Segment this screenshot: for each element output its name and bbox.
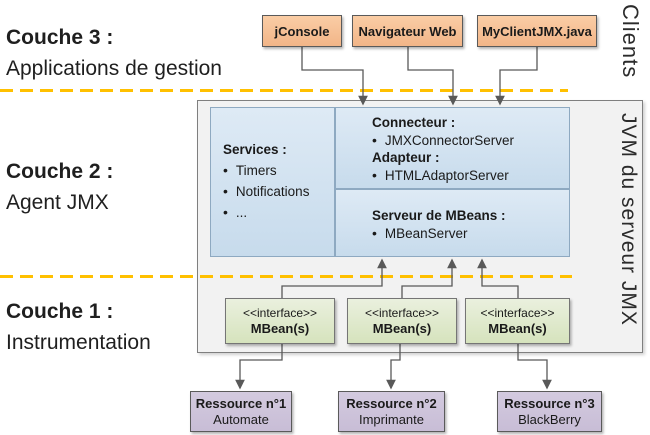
layer-label-couche3: Couche 3 : Applications de gestion [6,22,222,84]
wire-navigateur-to-agent [407,47,458,106]
resource-box-automate: Ressource n°1 Automate [190,391,292,432]
connector-title: Connecteur : [372,115,456,130]
resource-subtitle: BlackBerry [518,411,581,427]
service-item: Timers [223,160,334,181]
mbean-interface-box-3: <<interface>> MBean(s) [465,298,570,344]
services-panel: Services : Timers Notifications ... [210,107,335,257]
layer-label-couche1: Couche 1 : Instrumentation [6,296,151,358]
wire-myclient-to-agent [495,47,538,106]
mbean-server-item: MBeanServer [372,225,569,242]
service-item: ... [223,202,334,223]
layer-title: Couche 2 : [6,160,114,183]
client-box-navigateur-web: Navigateur Web [352,15,463,47]
services-title: Services : [223,141,287,157]
client-box-label: MyClientJMX.java [482,23,592,39]
resource-box-blackberry: Ressource n°3 BlackBerry [497,391,602,432]
wire-jconsole-to-agent [301,47,368,106]
layer-separator-top [0,89,568,92]
clients-side-label: Clients [618,4,643,79]
layer-subtitle: Instrumentation [6,331,151,354]
connector-adaptor-panel: Connecteur : JMXConnectorServer Adapteur… [335,107,570,189]
layer-title: Couche 3 : [6,26,114,49]
client-box-myclientjmx: MyClientJMX.java [477,15,597,47]
adaptor-item: HTMLAdaptorServer [372,167,569,184]
client-box-jconsole: jConsole [262,15,342,47]
resource-subtitle: Imprimante [358,411,425,427]
layer-label-couche2: Couche 2 : Agent JMX [6,156,113,218]
client-box-label: jConsole [274,23,330,39]
layer-title: Couche 1 : [6,300,114,323]
mbean-server-title: Serveur de MBeans : [372,208,506,223]
adaptor-title: Adapteur : [372,150,440,165]
interface-name: MBean(s) [250,321,310,336]
resource-title: Ressource n°1 [195,395,287,411]
layer-subtitle: Agent JMX [6,191,109,214]
client-box-label: Navigateur Web [358,23,457,39]
interface-stereotype: <<interface>> [242,306,318,320]
mbean-server-panel: Serveur de MBeans : MBeanServer [335,189,570,257]
interface-stereotype: <<interface>> [364,306,440,320]
service-item: Notifications [223,181,334,202]
resource-subtitle: Automate [213,411,269,427]
resource-title: Ressource n°3 [504,395,595,411]
resource-title: Ressource n°2 [346,395,437,411]
resource-box-imprimante: Ressource n°2 Imprimante [338,391,445,432]
jvm-side-label: JVM du serveur JMX [617,113,640,326]
interface-name: MBean(s) [372,321,432,336]
connector-item: JMXConnectorServer [372,132,569,149]
layer-subtitle: Applications de gestion [6,57,222,80]
interface-name: MBean(s) [488,321,547,336]
interface-stereotype: <<interface>> [480,306,555,320]
mbean-interface-box-2: <<interface>> MBean(s) [347,298,457,344]
layer-separator-bottom [0,275,572,278]
mbean-interface-box-1: <<interface>> MBean(s) [225,298,335,344]
